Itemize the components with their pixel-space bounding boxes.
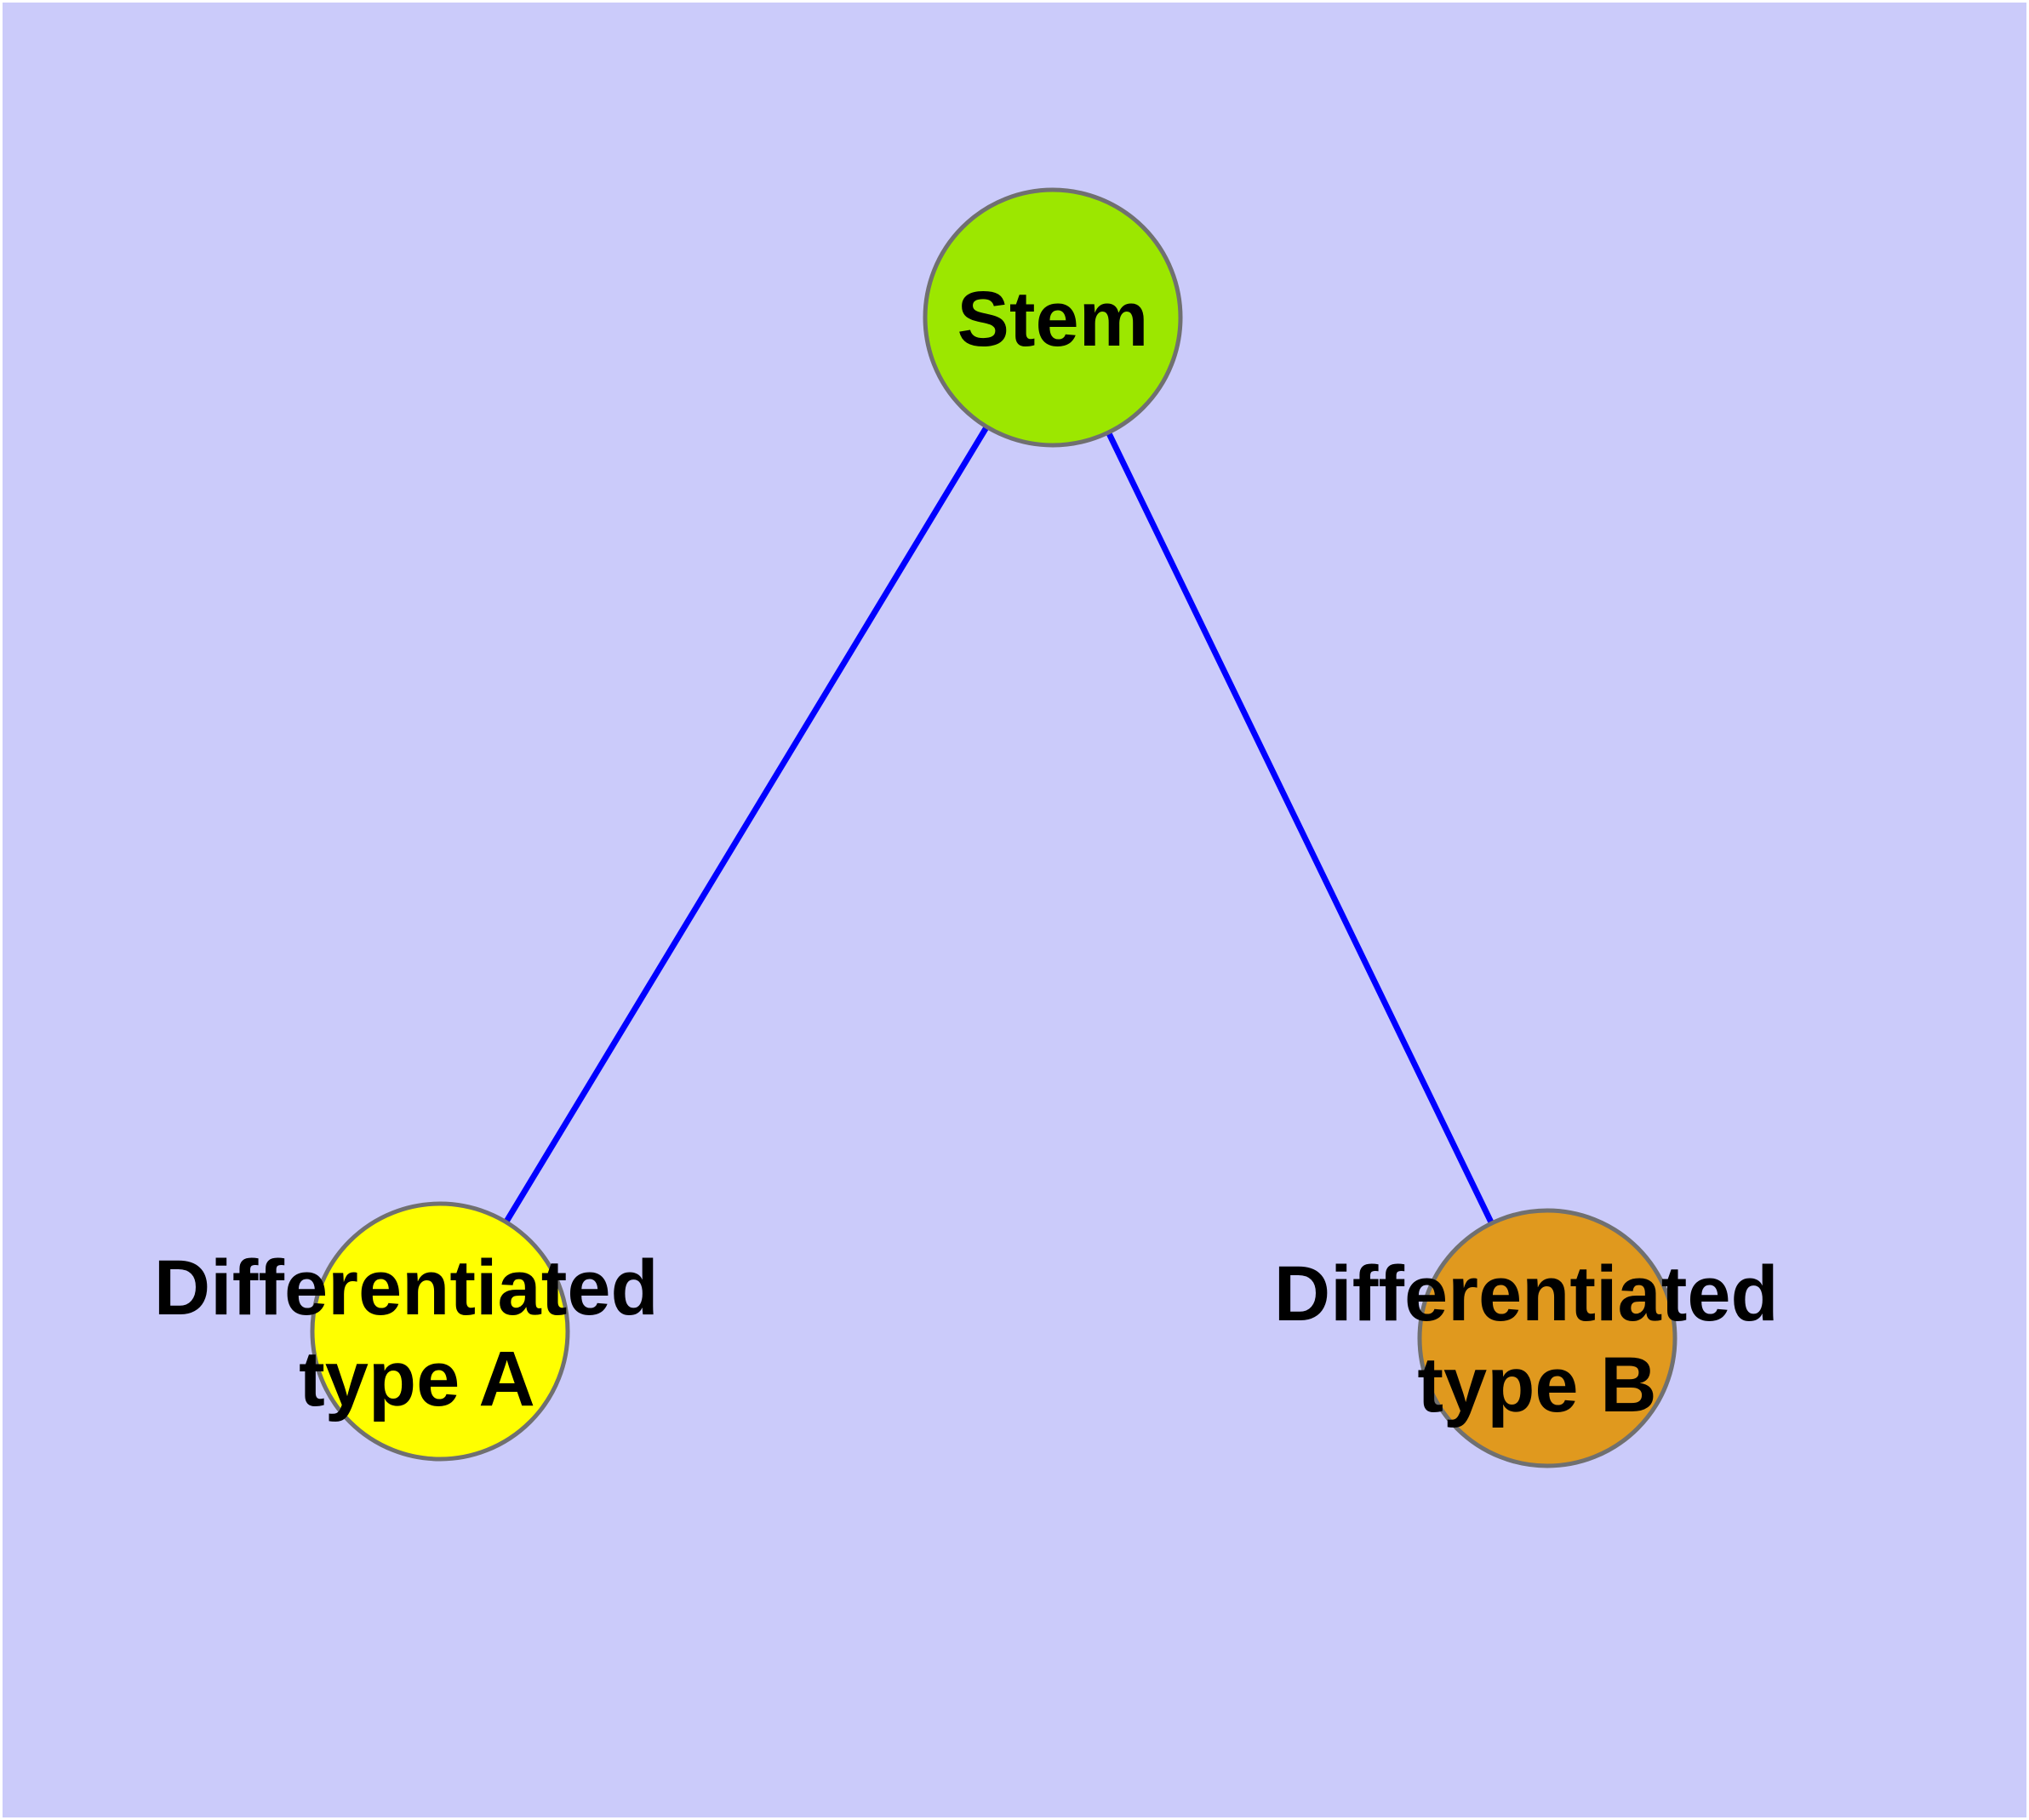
node-stem-label: Stem xyxy=(957,276,1149,363)
node-differentiated-type-b-label: Differentiated type B xyxy=(1274,1251,1801,1428)
node-differentiated-type-b xyxy=(1417,1208,1677,1468)
node-stem-label-line: Stem xyxy=(957,276,1149,363)
edge-stem-to-type-a xyxy=(437,316,1055,1333)
node-differentiated-type-a-label-line2: type A xyxy=(299,1336,535,1422)
node-differentiated-type-a-label: Differentiated type A xyxy=(154,1245,681,1422)
edge-stem-to-type-b xyxy=(1049,316,1551,1340)
node-differentiated-type-a-label-line1: Differentiated xyxy=(154,1245,659,1331)
node-differentiated-type-a xyxy=(310,1201,570,1462)
node-differentiated-type-b-label-line1: Differentiated xyxy=(1274,1251,1779,1337)
node-stem xyxy=(923,187,1183,448)
node-differentiated-type-b-label-line2: type B xyxy=(1417,1342,1656,1428)
